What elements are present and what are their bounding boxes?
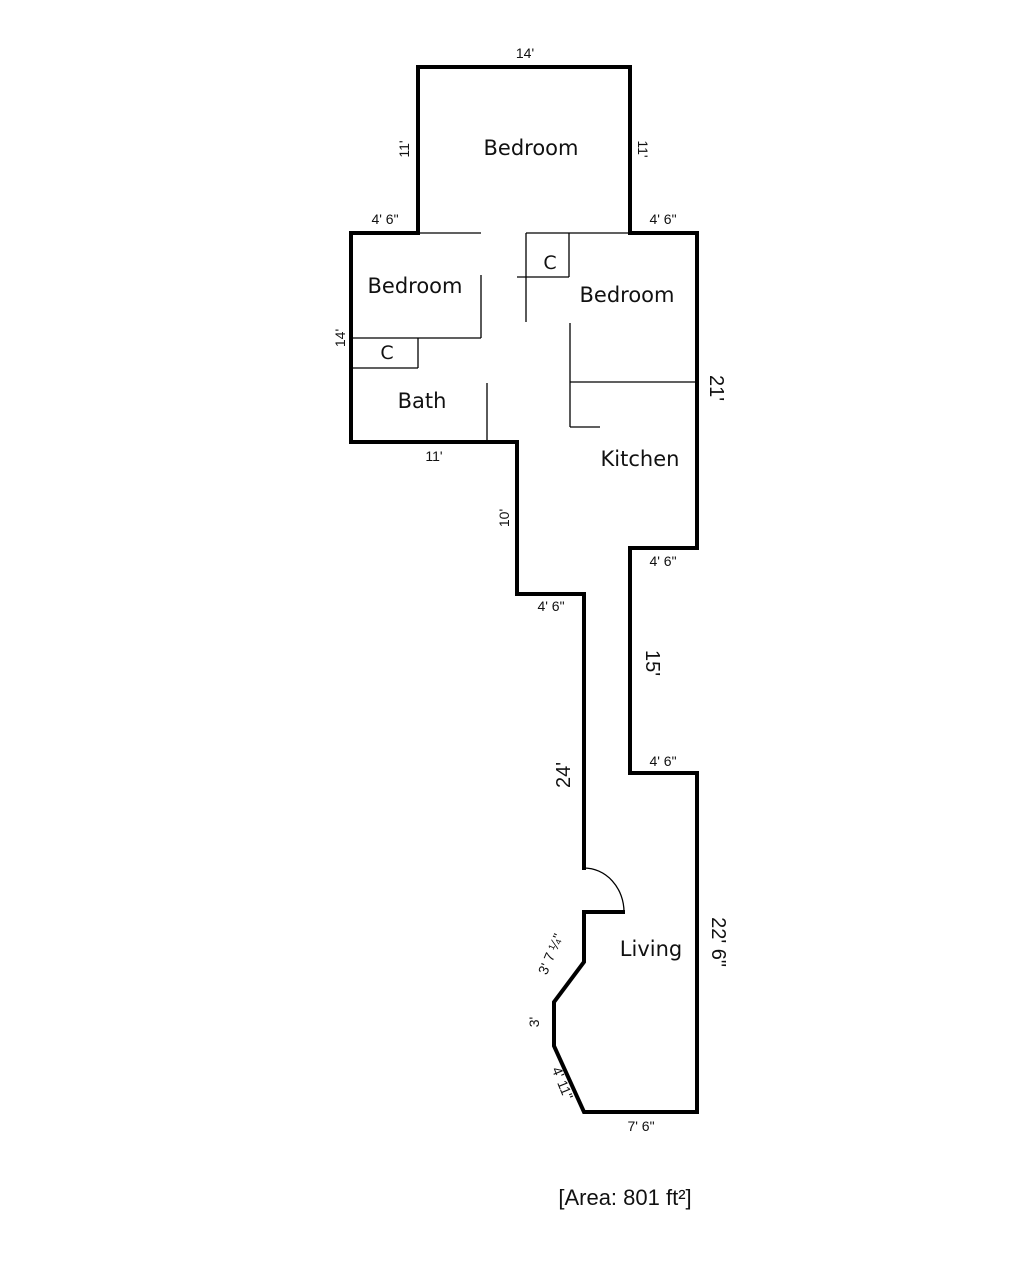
dim-top-width: 14' bbox=[516, 45, 534, 61]
dim-left-long: 24' bbox=[553, 762, 575, 788]
dim-left-corridor-step: 4' 6" bbox=[537, 598, 564, 614]
dim-top-left-side: 11' bbox=[396, 140, 412, 157]
dim-right-middle: 15' bbox=[641, 650, 663, 676]
room-label-bedroom-right: Bedroom bbox=[580, 283, 675, 307]
dim-right-step: 4' 6" bbox=[649, 211, 676, 227]
room-label-kitchen: Kitchen bbox=[601, 447, 680, 471]
dim-living-step: 4' 6" bbox=[649, 753, 676, 769]
room-label-bath: Bath bbox=[398, 389, 447, 413]
dim-living-right: 22' 6" bbox=[707, 917, 729, 967]
outer-wall-left-half bbox=[349, 65, 632, 870]
closet-label-right: C bbox=[543, 252, 556, 274]
dim-right-side-upper: 21' bbox=[705, 375, 727, 401]
dim-angled-lower: 4' 11" bbox=[549, 1064, 577, 1101]
dim-bath-bottom: 11' bbox=[425, 448, 442, 464]
dim-kitchen-step: 4' 6" bbox=[649, 553, 676, 569]
room-label-bedroom-top: Bedroom bbox=[484, 136, 579, 160]
dim-left-step: 4' 6" bbox=[371, 211, 398, 227]
dim-angled-mid: 3' bbox=[526, 1017, 542, 1027]
dim-bottom-width: 7' 6" bbox=[627, 1118, 654, 1134]
dim-top-right-side: 11' bbox=[635, 140, 651, 157]
outer-wall-entry-jamb bbox=[552, 65, 699, 1114]
entry-door-swing bbox=[583, 867, 625, 913]
room-label-bedroom-left: Bedroom bbox=[368, 274, 463, 298]
interior-walls bbox=[351, 232, 697, 442]
dim-left-corridor: 10' bbox=[496, 509, 512, 527]
dim-angled-upper: 3' 7 ¼" bbox=[535, 931, 566, 977]
closet-label-left: C bbox=[380, 342, 393, 364]
room-label-living: Living bbox=[620, 937, 682, 961]
area-total: [Area: 801 ft²] bbox=[558, 1185, 691, 1210]
dim-left-side: 14' bbox=[332, 329, 348, 347]
